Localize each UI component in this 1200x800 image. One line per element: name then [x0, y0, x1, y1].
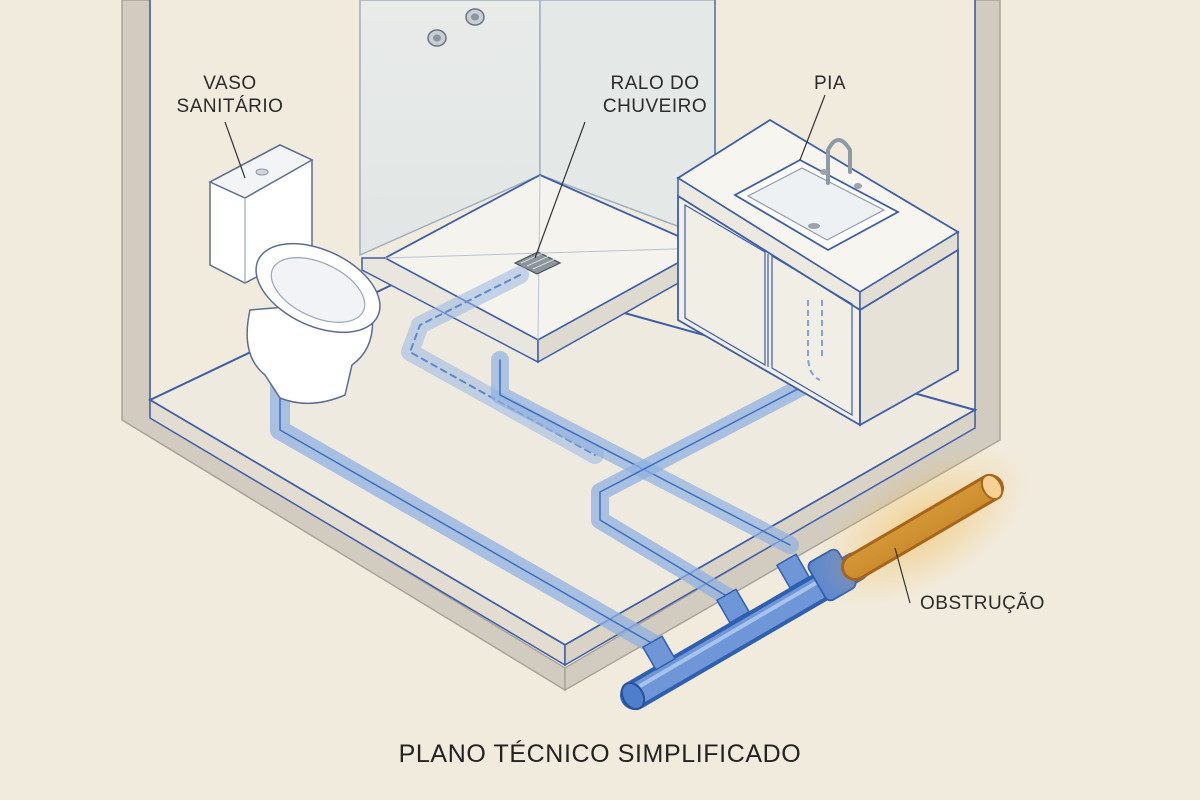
drain-pipes [270, 266, 824, 655]
blockage-label: OBSTRUÇÃO [920, 593, 1045, 614]
callout-lines [224, 94, 911, 604]
shower-drain-icon [513, 251, 562, 275]
shower-drain-label: RALO DO CHUVEIRO [602, 73, 708, 117]
sink-icon [733, 138, 900, 252]
toilet-label: VASO SANITÁRIO [176, 73, 284, 117]
blockage-highlight [811, 447, 1029, 607]
shower-wall [359, 0, 716, 257]
page-title: PLANO TÉCNICO SIMPLIFICADO [398, 740, 802, 768]
sink-label: PIA [813, 73, 847, 94]
shower-valve-icon [427, 8, 485, 47]
toilet-icon [208, 144, 381, 405]
